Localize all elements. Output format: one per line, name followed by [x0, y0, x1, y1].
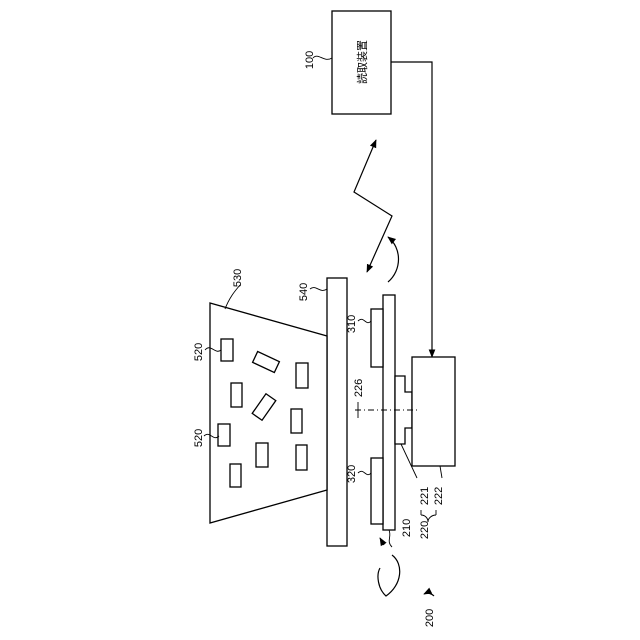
antenna-top	[371, 309, 383, 367]
board-ref-leader	[389, 530, 392, 547]
reader-device-name: 読取装置	[355, 40, 369, 84]
rotation-arrow-bottom	[378, 538, 400, 596]
rotation-arrow-top	[388, 237, 399, 282]
antenna-top-ref-leader	[358, 319, 371, 322]
module-ref-label: 220	[419, 521, 431, 539]
item	[231, 383, 242, 407]
chip-ref-label: 221	[419, 487, 431, 505]
substrate-ref-leader	[440, 466, 442, 478]
antenna-bottom	[371, 458, 383, 524]
plate-ref-label: 540	[298, 283, 310, 301]
item-ref-label-a: 520	[193, 343, 205, 361]
plate	[327, 278, 347, 546]
item	[291, 409, 302, 433]
device-ref-leader	[424, 593, 434, 596]
item	[256, 443, 268, 467]
antenna-bottom-ref-leader	[358, 471, 371, 474]
board-ref-label: 210	[401, 519, 413, 537]
container-ref-label: 530	[232, 269, 244, 287]
substrate	[412, 357, 455, 466]
reader-device: 読取装置	[332, 11, 391, 114]
axis-ref-label: 226	[353, 379, 365, 397]
container-ref-leader	[225, 285, 240, 309]
item	[296, 363, 308, 388]
antenna-top-ref-label: 310	[346, 315, 358, 333]
reader-ref-label: 100	[304, 51, 316, 69]
item-ref-label-b: 520	[193, 429, 205, 447]
antenna-bottom-ref-label: 320	[346, 465, 358, 483]
module-brace	[421, 510, 436, 522]
substrate-ref-label: 222	[433, 487, 445, 505]
device-ref-label: 200	[424, 609, 436, 627]
item	[296, 445, 307, 470]
board	[383, 295, 395, 530]
signal-line	[391, 62, 432, 357]
container	[210, 303, 327, 523]
plate-ref-leader	[310, 288, 327, 291]
item	[221, 339, 233, 361]
item	[218, 424, 230, 446]
item	[230, 464, 241, 487]
wireless-link	[354, 140, 392, 272]
